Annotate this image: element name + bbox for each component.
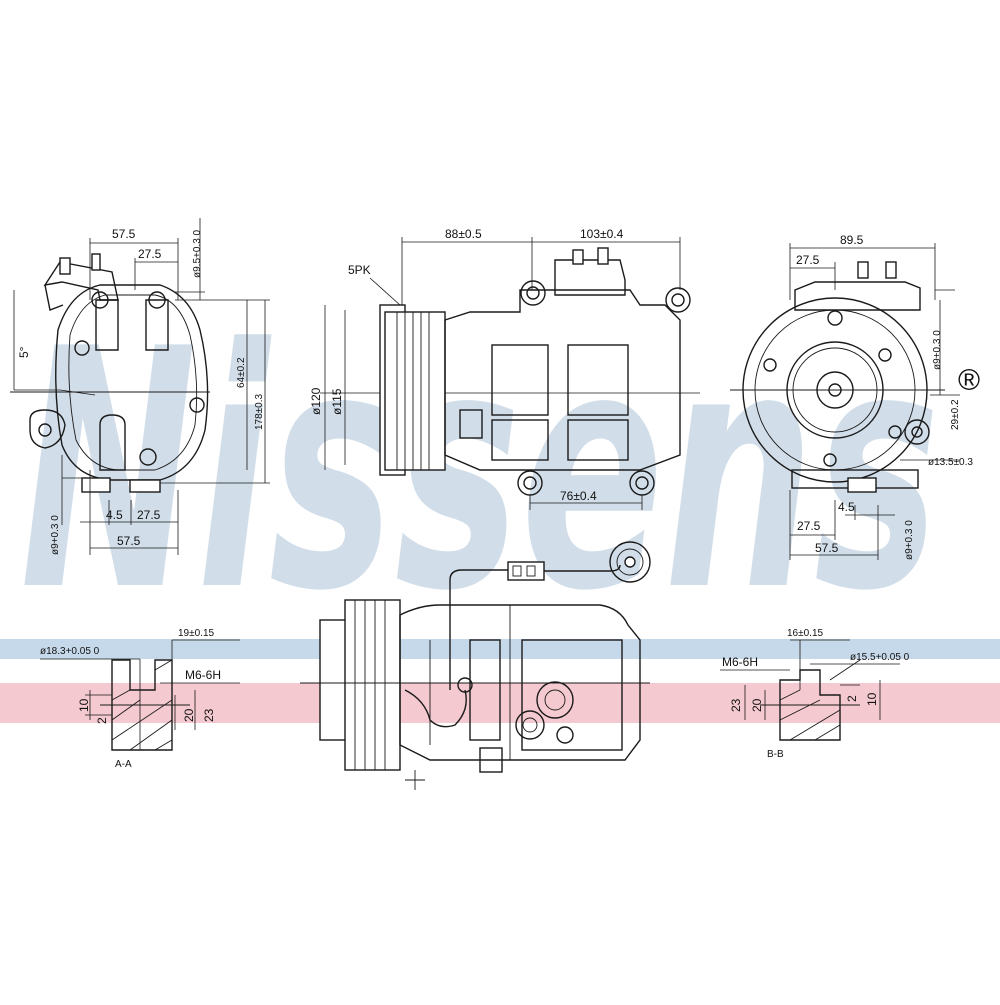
section-a-dia: ø18.3+0.05 0 bbox=[40, 646, 100, 657]
left-dim-bottom-width: 57.5 bbox=[117, 534, 141, 548]
section-b-dia: ø15.5+0.05 0 bbox=[850, 652, 910, 663]
left-dim-height-total: 178±0.3 bbox=[254, 393, 265, 430]
section-a-label: A-A bbox=[115, 759, 132, 770]
middle-front-view: 5PK 88±0.5 103±0.4 ø120 ø115 76±0.4 bbox=[309, 227, 700, 510]
right-dim-bottom-small: 4.5 bbox=[838, 500, 855, 514]
middle-dia-outer: ø120 bbox=[309, 387, 323, 415]
right-dim-right-offset: 29±0.2 bbox=[950, 399, 961, 430]
right-dim-top-inner: 27.5 bbox=[796, 253, 820, 267]
section-a-dim-23: 23 bbox=[202, 708, 216, 722]
left-dim-top-hole: ø9.5+0.3 0 bbox=[192, 229, 203, 278]
section-b-dim-2: 2 bbox=[845, 695, 859, 702]
section-b-depth: 16±0.15 bbox=[787, 628, 824, 639]
left-side-view: 57.5 27.5 ø9.5+0.3 0 5° 64±0.2 178±0.3 4… bbox=[10, 218, 270, 555]
section-a-dim-20: 20 bbox=[182, 708, 196, 722]
section-a-dim-2: 2 bbox=[95, 717, 109, 724]
left-dim-bottom-hole: ø9+0.3 0 bbox=[50, 515, 61, 555]
middle-dia-inner: ø115 bbox=[330, 388, 344, 415]
bottom-top-view bbox=[300, 541, 651, 790]
right-dim-top-width: 89.5 bbox=[840, 233, 864, 247]
left-dim-bottom-small: 4.5 bbox=[106, 508, 123, 522]
section-b-dim-23: 23 bbox=[729, 698, 743, 712]
right-dim-bottom-hole: ø9+0.3 0 bbox=[904, 520, 915, 560]
section-b: 16±0.15 M6-6H ø15.5+0.05 0 23 20 2 10 B-… bbox=[720, 628, 910, 760]
section-a-depth: 19±0.15 bbox=[178, 628, 215, 639]
middle-dim-left: 88±0.5 bbox=[445, 227, 482, 241]
right-dim-right-hole: ø9+0.3 0 bbox=[932, 330, 943, 370]
right-dim-bottom-width: 57.5 bbox=[815, 541, 839, 555]
section-b-dim-20: 20 bbox=[750, 698, 764, 712]
right-dim-boss: ø13.5±0.3 bbox=[928, 457, 973, 468]
section-b-label: B-B bbox=[767, 749, 784, 760]
left-dim-height-inner: 64±0.2 bbox=[236, 357, 247, 388]
middle-dim-right: 103±0.4 bbox=[580, 227, 624, 241]
belt-label: 5PK bbox=[348, 263, 371, 277]
right-end-view: 89.5 27.5 ø9+0.3 0 29±0.2 ø13.5±0.3 4.5 … bbox=[730, 233, 973, 560]
left-dim-angle: 5° bbox=[17, 346, 31, 358]
section-a-thread: M6-6H bbox=[185, 668, 221, 682]
left-dim-top-inner: 27.5 bbox=[138, 247, 162, 261]
registered-mark: ® bbox=[958, 364, 980, 397]
section-b-dim-10: 10 bbox=[865, 692, 879, 706]
brand-watermark: Nissens bbox=[20, 279, 940, 663]
left-dim-bottom-inner: 27.5 bbox=[137, 508, 161, 522]
left-dim-top-width: 57.5 bbox=[112, 227, 136, 241]
section-a: ø18.3+0.05 0 19±0.15 M6-6H 10 2 20 23 A-… bbox=[40, 628, 240, 770]
middle-dim-bottom: 76±0.4 bbox=[560, 489, 597, 503]
section-b-thread: M6-6H bbox=[722, 655, 758, 669]
section-a-dim-10: 10 bbox=[77, 698, 91, 712]
right-dim-bottom-inner: 27.5 bbox=[797, 519, 821, 533]
